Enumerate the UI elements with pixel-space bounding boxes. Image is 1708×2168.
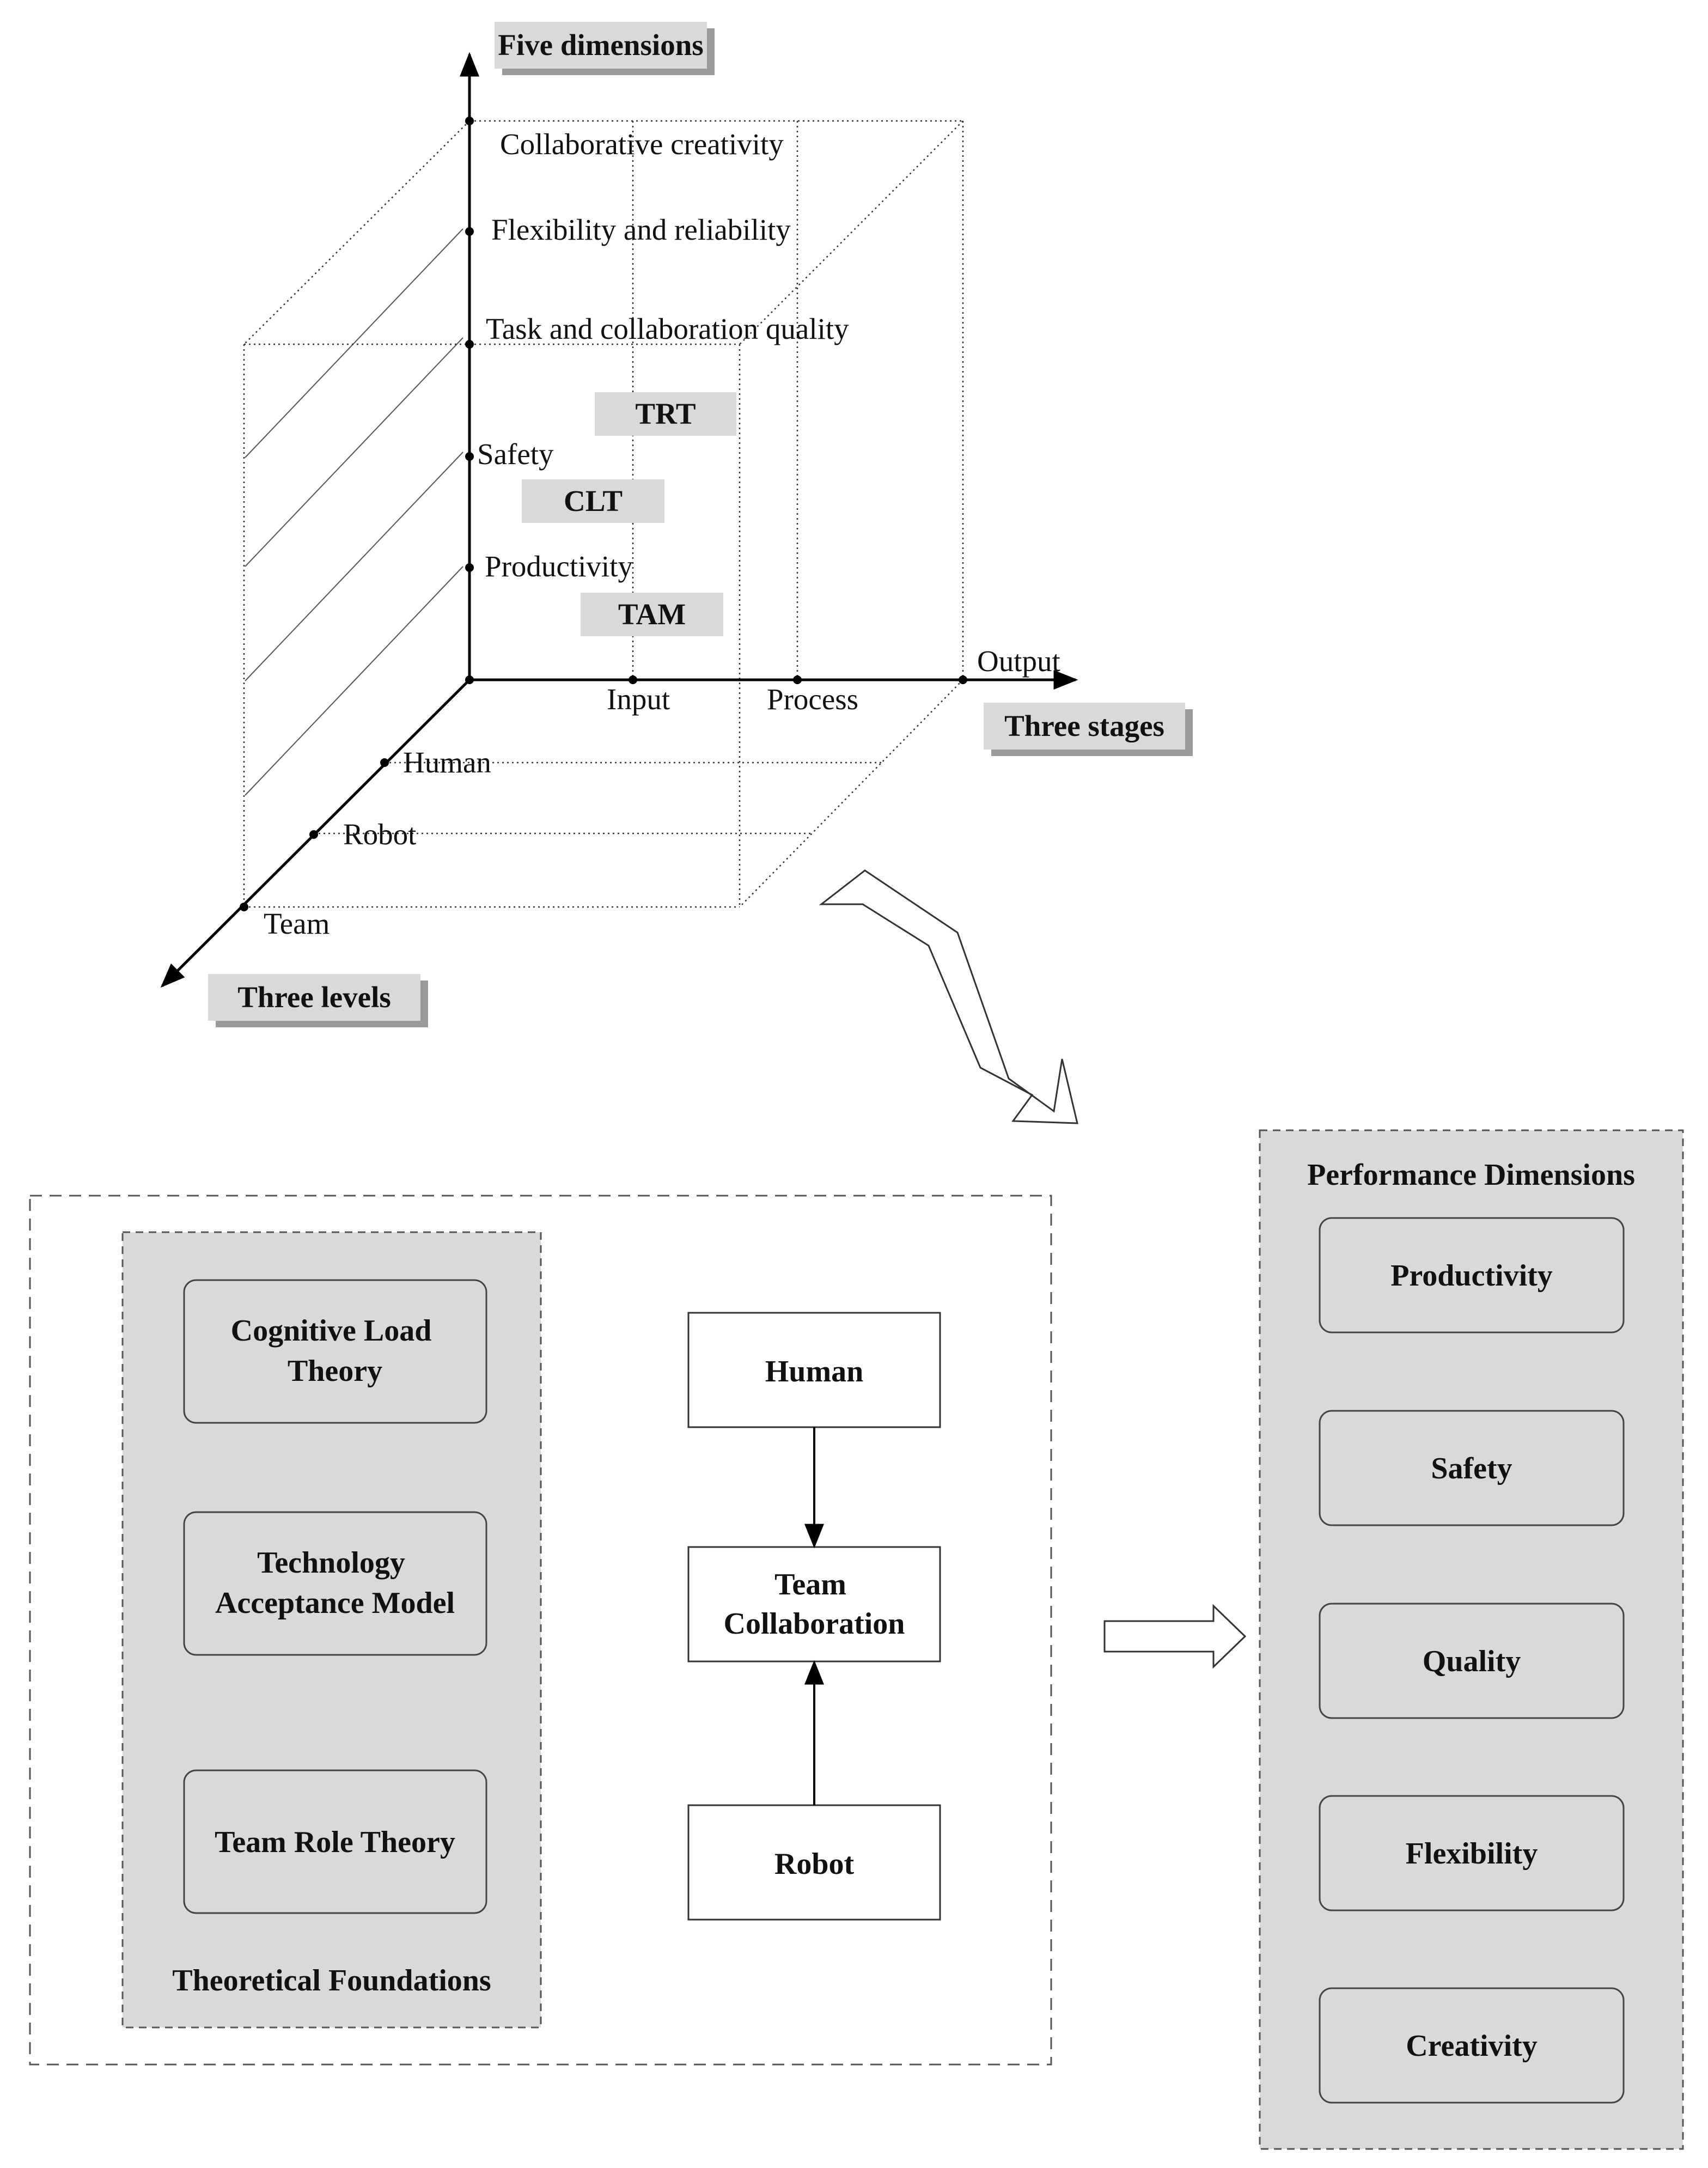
- svg-text:TRT: TRT: [635, 397, 696, 430]
- performance-title: Performance Dimensions: [1307, 1158, 1635, 1192]
- theory-box-cognitive-load: Cognitive Load Theory: [183, 1279, 487, 1424]
- svg-text:TAM: TAM: [618, 598, 686, 631]
- theory-box-team-role: Team Role Theory: [183, 1769, 487, 1914]
- svg-text:Human: Human: [765, 1355, 864, 1389]
- level-label-human: Human: [403, 746, 491, 779]
- dimension-label-productivity: Productivity: [485, 550, 633, 583]
- theories-title: Theoretical Foundations: [172, 1964, 491, 1998]
- svg-text:Team Collaboration: Team Collaboration: [724, 1568, 905, 1641]
- actor-box-human: Human: [687, 1312, 941, 1428]
- svg-text:Robot: Robot: [774, 1847, 855, 1881]
- svg-text:Three levels: Three levels: [237, 981, 391, 1014]
- svg-text:Cognitive Load Theory: Cognitive Load Theory: [231, 1314, 440, 1388]
- actor-box-team-collaboration: Team Collaboration: [687, 1546, 941, 1662]
- svg-text:Team Role Theory: Team Role Theory: [215, 1825, 455, 1859]
- block-arrow-right: [1103, 1604, 1247, 1669]
- dimension-label-creativity: Collaborative creativity: [500, 127, 784, 161]
- svg-text:Safety: Safety: [1431, 1452, 1512, 1485]
- tag-tam: TAM: [581, 593, 723, 636]
- actor-box-robot: Robot: [687, 1804, 941, 1921]
- zigzag-arrow: [819, 869, 1078, 1124]
- left-face-hatching: [245, 228, 463, 796]
- stage-label-process: Process: [767, 683, 858, 716]
- badge-three-levels: Three levels: [208, 974, 428, 1027]
- stage-label-output: Output: [977, 644, 1060, 678]
- badge-three-stages: Three stages: [984, 703, 1193, 756]
- theory-box-technology-acceptance: Technology Acceptance Model: [183, 1511, 487, 1656]
- performance-box-quality: Quality: [1319, 1603, 1625, 1719]
- svg-text:Technology Acceptance: Technology Acceptance Model: [215, 1546, 455, 1620]
- tag-trt: TRT: [595, 392, 736, 436]
- svg-text:CLT: CLT: [564, 484, 623, 517]
- cube-diagram: Collaborative creativity Flexibility and…: [160, 22, 1193, 1027]
- tag-clt: CLT: [522, 479, 664, 523]
- svg-text:Creativity: Creativity: [1406, 2029, 1538, 2063]
- level-label-robot: Robot: [343, 818, 416, 851]
- framework-container: [29, 1195, 1052, 2066]
- performance-box-flexibility: Flexibility: [1319, 1795, 1625, 1911]
- performance-box-safety: Safety: [1319, 1410, 1625, 1526]
- dimension-label-flexibility: Flexibility and reliability: [491, 213, 791, 246]
- dimension-label-quality: Task and collaboration quality: [486, 312, 849, 345]
- svg-text:Five dimensions: Five dimensions: [498, 28, 703, 62]
- svg-text:Productivity: Productivity: [1390, 1259, 1553, 1293]
- svg-text:Quality: Quality: [1423, 1645, 1521, 1678]
- performance-box-creativity: Creativity: [1319, 1987, 1625, 2104]
- dimension-label-safety: Safety: [477, 437, 554, 471]
- framework-section: Cognitive Load Theory Technology Accepta…: [29, 1129, 1684, 2150]
- stage-label-input: Input: [607, 683, 670, 716]
- svg-text:Three stages: Three stages: [1004, 709, 1164, 742]
- level-label-team: Team: [264, 907, 330, 940]
- performance-box-productivity: Productivity: [1319, 1217, 1625, 1333]
- axis-points: [240, 117, 967, 911]
- badge-five-dimensions: Five dimensions: [495, 22, 715, 75]
- cube-edges: [243, 120, 964, 908]
- svg-text:Flexibility: Flexibility: [1406, 1837, 1538, 1871]
